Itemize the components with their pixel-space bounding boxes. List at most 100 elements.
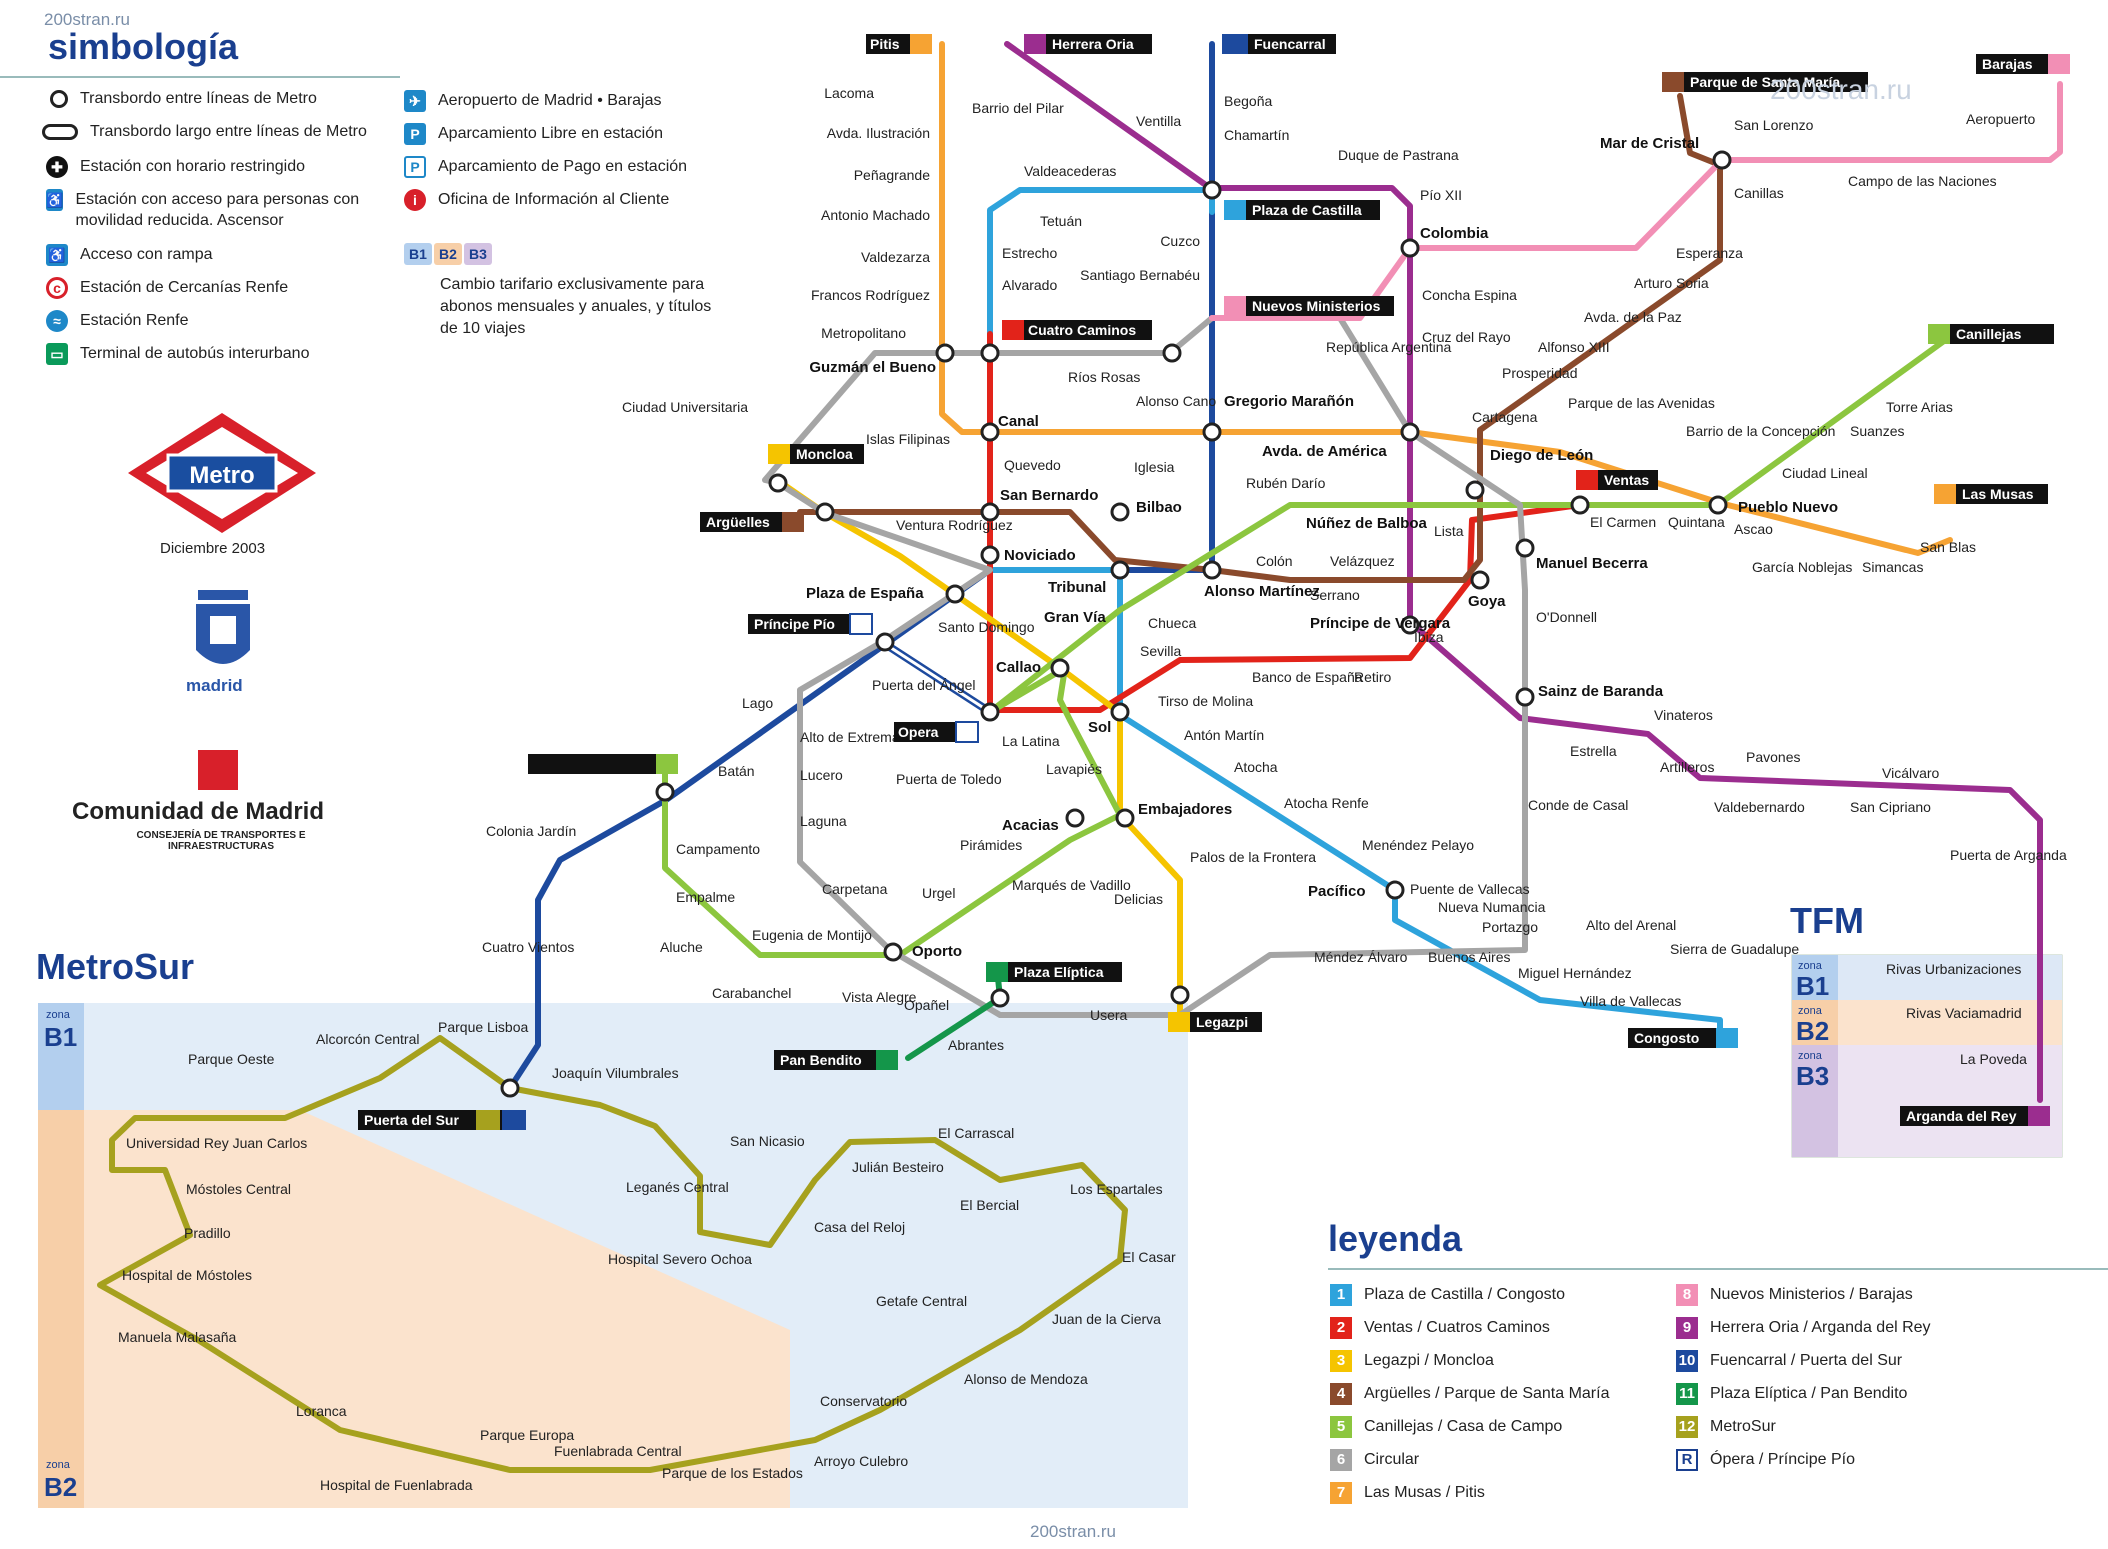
station-conde-casal[interactable]: Conde de Casal: [1528, 797, 1628, 813]
station-chueca[interactable]: Chueca: [1148, 615, 1196, 631]
station-santiago-bernabeu[interactable]: Santiago Bernabéu: [1080, 267, 1200, 283]
station-mostoles-central[interactable]: Móstoles Central: [186, 1181, 291, 1197]
station-manuela-malasana[interactable]: Manuela Malasaña: [118, 1329, 237, 1345]
station-oporto[interactable]: Oporto: [912, 943, 962, 960]
station-transfer-cuatro-caminos[interactable]: [980, 343, 1000, 363]
station-islas-filipinas[interactable]: Islas Filipinas: [866, 431, 950, 447]
station-sevilla[interactable]: Sevilla: [1140, 643, 1181, 659]
station-transfer-sainz-baranda[interactable]: [1515, 687, 1535, 707]
station-abrantes[interactable]: Abrantes: [948, 1037, 1004, 1053]
station-barrio-concepcion[interactable]: Barrio de la Concepción: [1686, 423, 1835, 439]
station-casa-reloj[interactable]: Casa del Reloj: [814, 1219, 905, 1235]
station-fuenlabrada-central[interactable]: Fuenlabrada Central: [554, 1443, 682, 1459]
station-transfer-alonso-cano[interactable]: [1162, 343, 1182, 363]
station-usera[interactable]: Usera: [1090, 1007, 1128, 1023]
station-estrella[interactable]: Estrella: [1570, 743, 1617, 759]
terminal-nuevos-ministerios[interactable]: Nuevos Ministerios: [1252, 298, 1381, 314]
station-joaquin-vilumbrales[interactable]: Joaquín Vilumbrales: [552, 1065, 679, 1081]
station-lucero[interactable]: Lucero: [800, 767, 843, 783]
station-transfer-acacias[interactable]: [1065, 808, 1085, 828]
station-transfer-noviciado[interactable]: [980, 545, 1000, 565]
station-el-casar[interactable]: El Casar: [1122, 1249, 1176, 1265]
station-san-blas[interactable]: San Blas: [1920, 539, 1976, 555]
station-transfer-principe-pio[interactable]: [875, 632, 895, 652]
terminal-legazpi[interactable]: Legazpi: [1196, 1014, 1248, 1030]
station-colon[interactable]: Colón: [1256, 553, 1293, 569]
station-alonso-martinez[interactable]: Alonso Martínez: [1204, 583, 1320, 600]
terminal-moncloa[interactable]: Moncloa: [796, 446, 853, 462]
terminal-opera[interactable]: Opera: [898, 724, 939, 740]
station-campamento[interactable]: Campamento: [676, 841, 760, 857]
station-embajadores[interactable]: Embajadores: [1138, 801, 1232, 818]
station-transfer-plaza-castilla[interactable]: [1202, 180, 1222, 200]
station-arturo-soria[interactable]: Arturo Soria: [1634, 275, 1709, 291]
station-diego-leon[interactable]: Diego de León: [1490, 447, 1593, 464]
station-portazgo[interactable]: Portazgo: [1482, 919, 1538, 935]
station-el-carrascal[interactable]: El Carrascal: [938, 1125, 1014, 1141]
terminal-principe-pio[interactable]: Príncipe Pío: [754, 616, 835, 632]
terminal-fuencarral[interactable]: Fuencarral: [1254, 36, 1326, 52]
station-la-latina[interactable]: La Latina: [1002, 733, 1060, 749]
station-san-lorenzo[interactable]: San Lorenzo: [1734, 117, 1814, 133]
station-lavapies[interactable]: Lavapiés: [1046, 761, 1102, 777]
station-transfer-plaza-eliptica[interactable]: [990, 988, 1010, 1008]
station-pio-xii[interactable]: Pío XII: [1420, 187, 1462, 203]
station-arroyo-culebro[interactable]: Arroyo Culebro: [814, 1453, 908, 1469]
station-san-cipriano[interactable]: San Cipriano: [1850, 799, 1931, 815]
station-puerta-toledo[interactable]: Puerta de Toledo: [896, 771, 1002, 787]
station-gregorio-maranon[interactable]: Gregorio Marañón: [1224, 393, 1354, 410]
station-vinateros[interactable]: Vinateros: [1654, 707, 1713, 723]
station-penagrande[interactable]: Peñagrande: [854, 167, 931, 183]
station-alto-arenal[interactable]: Alto del Arenal: [1586, 917, 1676, 933]
station-palos-frontera[interactable]: Palos de la Frontera: [1190, 849, 1316, 865]
station-retiro[interactable]: Retiro: [1354, 669, 1392, 685]
station-lista[interactable]: Lista: [1434, 523, 1464, 539]
station-chamartin[interactable]: Chamartín: [1224, 127, 1289, 143]
station-vicalvaro[interactable]: Vicálvaro: [1882, 765, 1940, 781]
station-begona[interactable]: Begoña: [1224, 93, 1272, 109]
station-ciudad-universitaria[interactable]: Ciudad Universitaria: [622, 399, 748, 415]
station-francos-rodriguez[interactable]: Francos Rodríguez: [811, 287, 930, 303]
station-lacoma[interactable]: Lacoma: [824, 85, 874, 101]
station-transfer-opera[interactable]: [980, 702, 1000, 722]
terminal-pan-bendito[interactable]: Pan Bendito: [780, 1052, 862, 1068]
station-ruben-dario[interactable]: Rubén Darío: [1246, 475, 1326, 491]
station-parque-europa[interactable]: Parque Europa: [480, 1427, 574, 1443]
station-aeropuerto[interactable]: Aeropuerto: [1966, 111, 2035, 127]
station-republica-argentina[interactable]: República Argentina: [1326, 339, 1452, 355]
station-tetuan[interactable]: Tetuán: [1040, 213, 1082, 229]
station-valdebernardo[interactable]: Valdebernardo: [1714, 799, 1805, 815]
station-colombia[interactable]: Colombia: [1420, 225, 1489, 242]
station-sierra-guadalupe[interactable]: Sierra de Guadalupe: [1670, 941, 1799, 957]
station-piramides[interactable]: Pirámides: [960, 837, 1022, 853]
station-manuel-becerra[interactable]: Manuel Becerra: [1536, 555, 1648, 572]
station-ventura-rodriguez[interactable]: Ventura Rodríguez: [896, 517, 1013, 533]
station-puerta-arganda[interactable]: Puerta de Arganda: [1950, 847, 2067, 863]
station-torre-arias[interactable]: Torre Arias: [1886, 399, 1953, 415]
station-empalme[interactable]: Empalme: [676, 889, 735, 905]
station-transfer-mar-cristal[interactable]: [1712, 150, 1732, 170]
station-el-carmen[interactable]: El Carmen: [1590, 514, 1656, 530]
station-hospital-fuenlabrada[interactable]: Hospital de Fuenlabrada: [320, 1477, 473, 1493]
station-simancas[interactable]: Simancas: [1862, 559, 1923, 575]
station-estrecho[interactable]: Estrecho: [1002, 245, 1057, 261]
station-transfer-moncloa[interactable]: [768, 473, 788, 493]
station-hospital-severo-ochoa[interactable]: Hospital Severo Ochoa: [608, 1251, 752, 1267]
station-transfer-principe-vergara[interactable]: [1400, 615, 1420, 635]
station-transfer-callao[interactable]: [1050, 658, 1070, 678]
station-transfer-diego-leon[interactable]: [1465, 480, 1485, 500]
station-alfonso-xiii[interactable]: Alfonso XIII: [1538, 339, 1610, 355]
station-suanzes[interactable]: Suanzes: [1850, 423, 1904, 439]
station-transfer-oporto[interactable]: [883, 942, 903, 962]
station-pavones[interactable]: Pavones: [1746, 749, 1800, 765]
terminal-plaza-castilla[interactable]: Plaza de Castilla: [1252, 202, 1362, 218]
station-urgel[interactable]: Urgel: [922, 885, 955, 901]
station-colonia-jardin[interactable]: Colonia Jardín: [486, 823, 576, 839]
station-atocha-renfe[interactable]: Atocha Renfe: [1284, 795, 1369, 811]
station-goya[interactable]: Goya: [1468, 593, 1506, 610]
station-carabanchel[interactable]: Carabanchel: [712, 985, 791, 1001]
station-pueblo-nuevo[interactable]: Pueblo Nuevo: [1738, 499, 1838, 516]
station-avda-ilustracion[interactable]: Avda. Ilustración: [827, 125, 930, 141]
station-tirso-molina[interactable]: Tirso de Molina: [1158, 693, 1253, 709]
station-callao[interactable]: Callao: [996, 659, 1041, 676]
